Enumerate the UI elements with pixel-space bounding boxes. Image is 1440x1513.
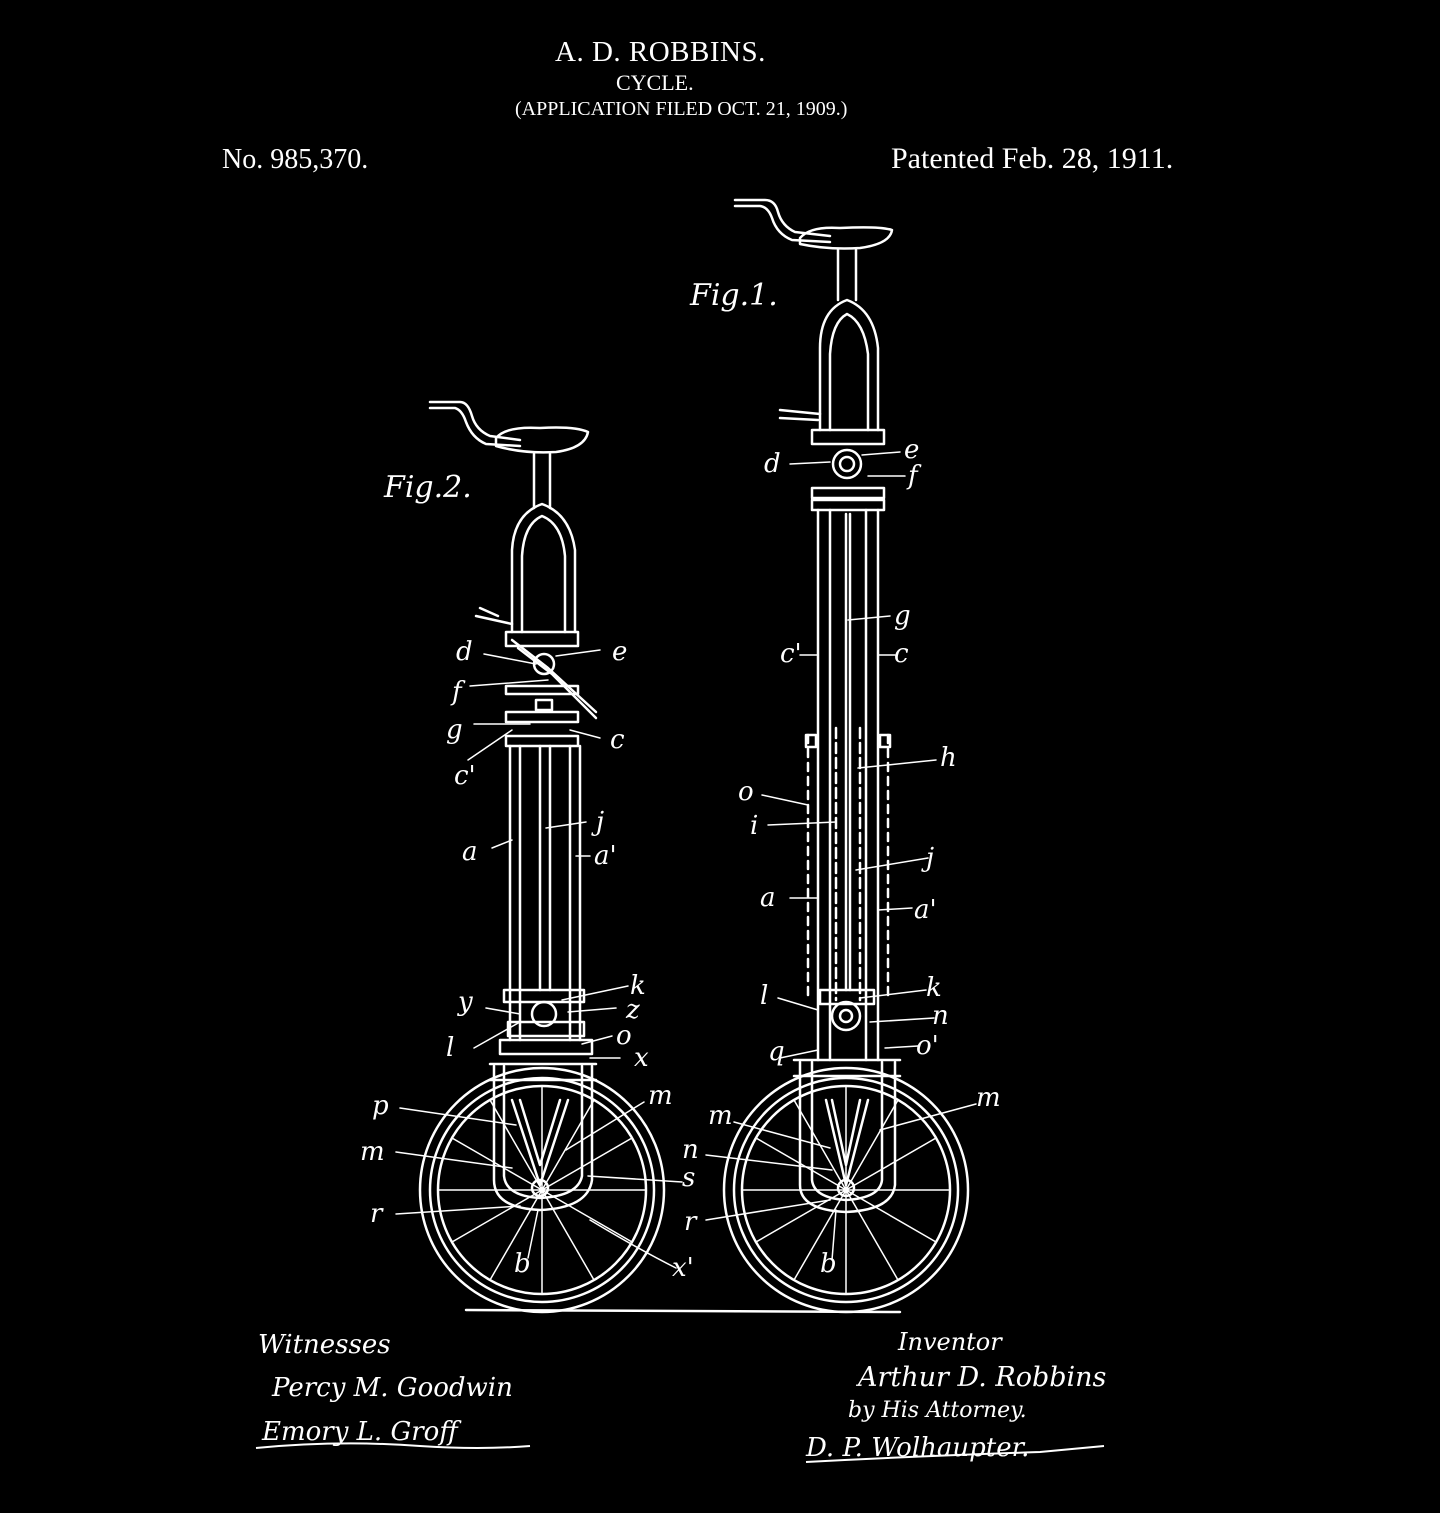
svg-text:a': a' — [594, 841, 617, 871]
svg-text:m: m — [708, 1101, 733, 1131]
svg-text:a: a — [462, 837, 478, 867]
svg-text:i: i — [750, 811, 758, 841]
filing-note: (APPLICATION FILED OCT. 21, 1909.) — [515, 98, 848, 120]
svg-text:c: c — [610, 725, 625, 755]
attorney-signature: D. P. Wolhaupter. — [805, 1433, 1105, 1463]
svg-text:p: p — [372, 1091, 389, 1121]
svg-text:q: q — [768, 1037, 785, 1067]
svg-text:c: c — [894, 639, 909, 669]
svg-text:y: y — [457, 987, 473, 1017]
patent-date: Patented Feb. 28, 1911. — [891, 142, 1174, 175]
svg-text:c': c' — [454, 761, 476, 791]
svg-text:o: o — [738, 777, 754, 807]
svg-text:e: e — [612, 637, 627, 667]
svg-text:d: d — [764, 449, 781, 479]
svg-text:z: z — [625, 995, 640, 1025]
svg-text:b: b — [820, 1249, 837, 1279]
svg-text:a': a' — [914, 895, 937, 925]
fig2-cycle-drawing — [395, 400, 902, 1314]
svg-text:k: k — [630, 971, 646, 1001]
svg-text:Emory L. Groff: Emory L. Groff — [261, 1417, 462, 1447]
svg-text:x': x' — [672, 1253, 694, 1283]
svg-text:e: e — [904, 435, 919, 465]
fig1-label: Fig.1. — [690, 278, 778, 313]
svg-text:r: r — [370, 1199, 384, 1229]
svg-text:o: o — [616, 1021, 632, 1051]
svg-text:c': c' — [780, 639, 802, 669]
svg-text:l: l — [446, 1033, 454, 1063]
svg-text:k: k — [926, 973, 942, 1003]
fig2-label: Fig.2. — [384, 470, 472, 505]
svg-text:r: r — [684, 1207, 698, 1237]
fig1-cycle-drawing — [705, 198, 977, 1314]
witnesses-heading: Witnesses — [258, 1330, 391, 1360]
inventor-name: A. D. ROBBINS. — [555, 36, 766, 68]
svg-text:g: g — [446, 715, 463, 745]
svg-text:b: b — [514, 1249, 531, 1279]
inventor-signature: Arthur D. Robbins — [858, 1362, 1107, 1393]
svg-text:d: d — [456, 637, 473, 667]
svg-text:m: m — [976, 1083, 1001, 1113]
svg-text:h: h — [940, 743, 957, 773]
svg-text:Percy M. Goodwin: Percy M. Goodwin — [271, 1373, 513, 1403]
svg-text:o': o' — [916, 1031, 939, 1061]
svg-text:n: n — [932, 1001, 949, 1031]
invention-title: CYCLE. — [616, 70, 694, 95]
svg-text:s: s — [682, 1163, 695, 1193]
attorney-line: by His Attorney. — [848, 1398, 1027, 1423]
svg-text:f: f — [906, 461, 922, 491]
svg-text:j: j — [591, 807, 604, 837]
svg-text:a: a — [760, 883, 776, 913]
svg-text:m: m — [360, 1137, 385, 1167]
svg-text:j: j — [921, 843, 934, 873]
svg-text:n: n — [682, 1135, 699, 1165]
svg-text:D. P. Wolhaupter.: D. P. Wolhaupter. — [805, 1433, 1029, 1463]
svg-text:f: f — [450, 677, 466, 707]
svg-text:l: l — [760, 981, 768, 1011]
svg-text:x: x — [634, 1043, 649, 1073]
svg-text:g: g — [894, 601, 911, 631]
witness-signatures: Percy M. Goodwin Emory L. Groff — [255, 1373, 531, 1449]
svg-text:m: m — [648, 1081, 673, 1111]
patent-number: No. 985,370. — [222, 144, 369, 175]
inventor-heading: Inventor — [898, 1328, 1002, 1356]
